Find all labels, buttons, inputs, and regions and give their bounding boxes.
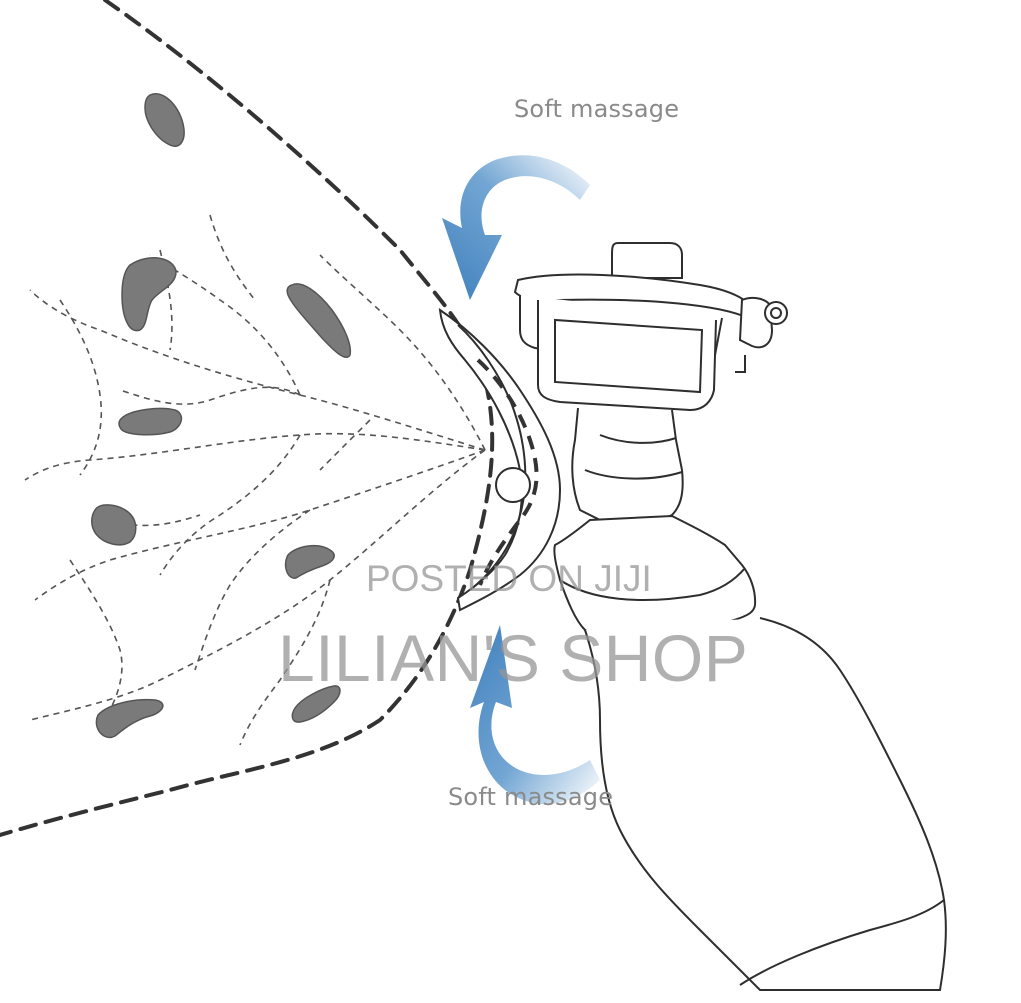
nipple-outline	[476, 358, 539, 586]
watermark-shop-name: LILIAN'S SHOP	[278, 621, 749, 695]
massage-arrow-top	[442, 155, 590, 300]
milk-ducts	[24, 214, 486, 746]
breast-shield	[438, 307, 562, 612]
watermark-posted-on: POSTED ON JIJI	[366, 558, 652, 599]
lobules	[91, 93, 352, 739]
massage-arrow-bottom	[470, 625, 600, 805]
soft-massage-label-bottom: Soft massage	[448, 783, 614, 811]
soft-massage-label-top: Soft massage	[514, 95, 680, 123]
pump-body	[513, 242, 947, 991]
breast-outline	[0, 0, 495, 837]
